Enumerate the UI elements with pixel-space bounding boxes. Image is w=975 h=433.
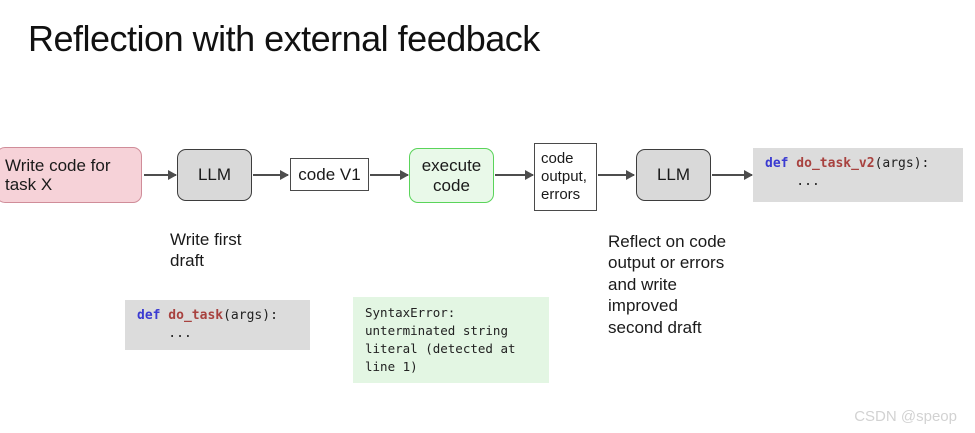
flow-node-llm-second[interactable]: LLM	[636, 149, 711, 201]
flow-node-code-output[interactable]: code output, errors	[534, 143, 597, 211]
code-keyword-def-draft: def	[137, 308, 161, 323]
arrow-llm1-to-codev1	[253, 174, 288, 176]
code-body-draft: ...	[137, 325, 192, 341]
code-body-v2: ...	[765, 173, 820, 189]
flow-node-task-prompt-label: Write code for task X	[5, 155, 111, 194]
arrow-prompt-to-llm1	[144, 174, 176, 176]
flow-node-code-v1[interactable]: code V1	[290, 158, 369, 191]
flow-node-execute-code[interactable]: execute code	[409, 148, 494, 203]
watermark-label: CSDN @speop	[854, 408, 957, 425]
code-keyword-def: def	[765, 156, 789, 171]
flow-node-execute-code-label: execute code	[421, 156, 482, 195]
caption-reflect-on-output: Reflect on code output or errors and wri…	[608, 232, 727, 337]
arrow-llm2-to-result	[712, 174, 752, 176]
code-function-name-draft: do_task	[160, 308, 224, 323]
code-args-draft: (args):	[223, 308, 278, 323]
flow-node-llm-first-label: LLM	[197, 165, 232, 185]
arrow-output-to-llm2	[598, 174, 634, 176]
code-args-v2: (args):	[874, 156, 930, 171]
arrow-codev1-to-execute	[370, 174, 408, 176]
code-block-error-output: SyntaxError: unterminated string literal…	[353, 297, 549, 383]
flow-node-code-output-label: code output, errors	[541, 150, 587, 203]
flow-node-task-prompt[interactable]: Write code for task X	[0, 147, 142, 203]
flow-node-code-v1-label: code V1	[298, 164, 361, 184]
flow-node-llm-second-label: LLM	[656, 165, 691, 185]
code-block-result-v2: def do_task_v2(args): ...	[753, 148, 963, 202]
page-title: Reflection with external feedback	[28, 18, 540, 59]
arrow-execute-to-output	[495, 174, 533, 176]
caption-write-first-draft: Write first draft	[170, 230, 242, 271]
code-block-draft-v1: def do_task(args): ...	[125, 300, 310, 350]
flow-node-llm-first[interactable]: LLM	[177, 149, 252, 201]
code-function-name-v2: do_task_v2	[788, 156, 875, 171]
